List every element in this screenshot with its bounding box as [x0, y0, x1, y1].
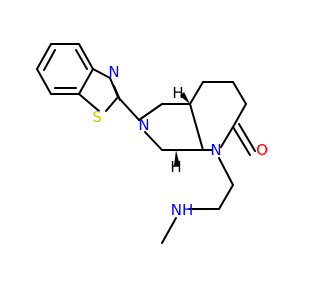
atom-h-upper: H: [172, 84, 183, 102]
piperidine-ring: [138, 103, 204, 151]
atom-nh-amine: NH: [171, 201, 194, 219]
aminoethyl-chain: [161, 157, 234, 244]
atom-s-thiazole: S: [92, 108, 102, 126]
atom-n-thiazole: N: [108, 63, 119, 81]
lactam-ring: [189, 81, 247, 151]
wedge-bond-lower: [174, 150, 180, 166]
molecule-structure-diagram: N S N N O H H NH: [36, 43, 268, 244]
benzene-ring: [36, 43, 94, 95]
wedge-bond-upper: [180, 92, 190, 104]
atom-h-lower: H: [170, 158, 181, 176]
thiazole-ring: [78, 68, 121, 112]
atom-labels: N S N N O H H NH: [92, 63, 268, 219]
atom-n-piperidine: N: [138, 116, 149, 134]
atom-o-carbonyl: O: [256, 141, 268, 159]
atom-n-lactam: N: [210, 141, 221, 159]
c2-n-bond: [117, 96, 140, 121]
carbonyl-bond: [232, 123, 256, 156]
